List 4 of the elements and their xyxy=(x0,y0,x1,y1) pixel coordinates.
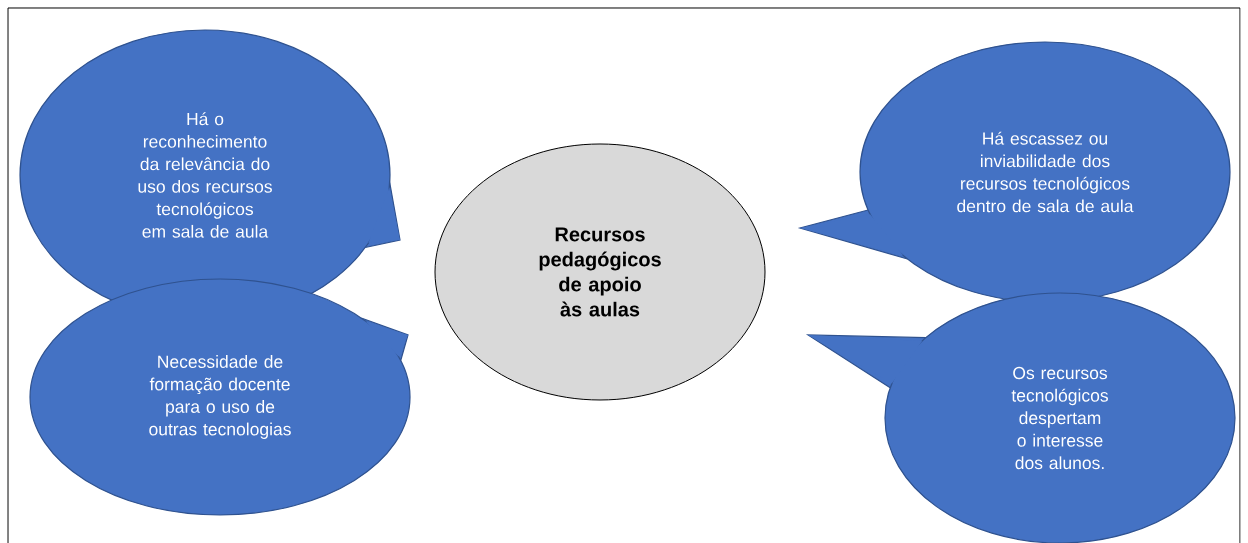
speech-bubble: Os recursos tecnológicos despertam o interesse dos alunos. xyxy=(805,292,1236,543)
speech-bubble: Há o reconhecimento da relevância do uso dos recursos tecnológicos em sala de aula xyxy=(19,29,401,321)
speech-bubble: Há escassez ou inviabilidade dos recursos tecnológicos dentro de sala de aula xyxy=(797,41,1231,303)
speech-bubble: Necessidade de formação docente para o uso de outras tecnologias xyxy=(29,278,411,516)
